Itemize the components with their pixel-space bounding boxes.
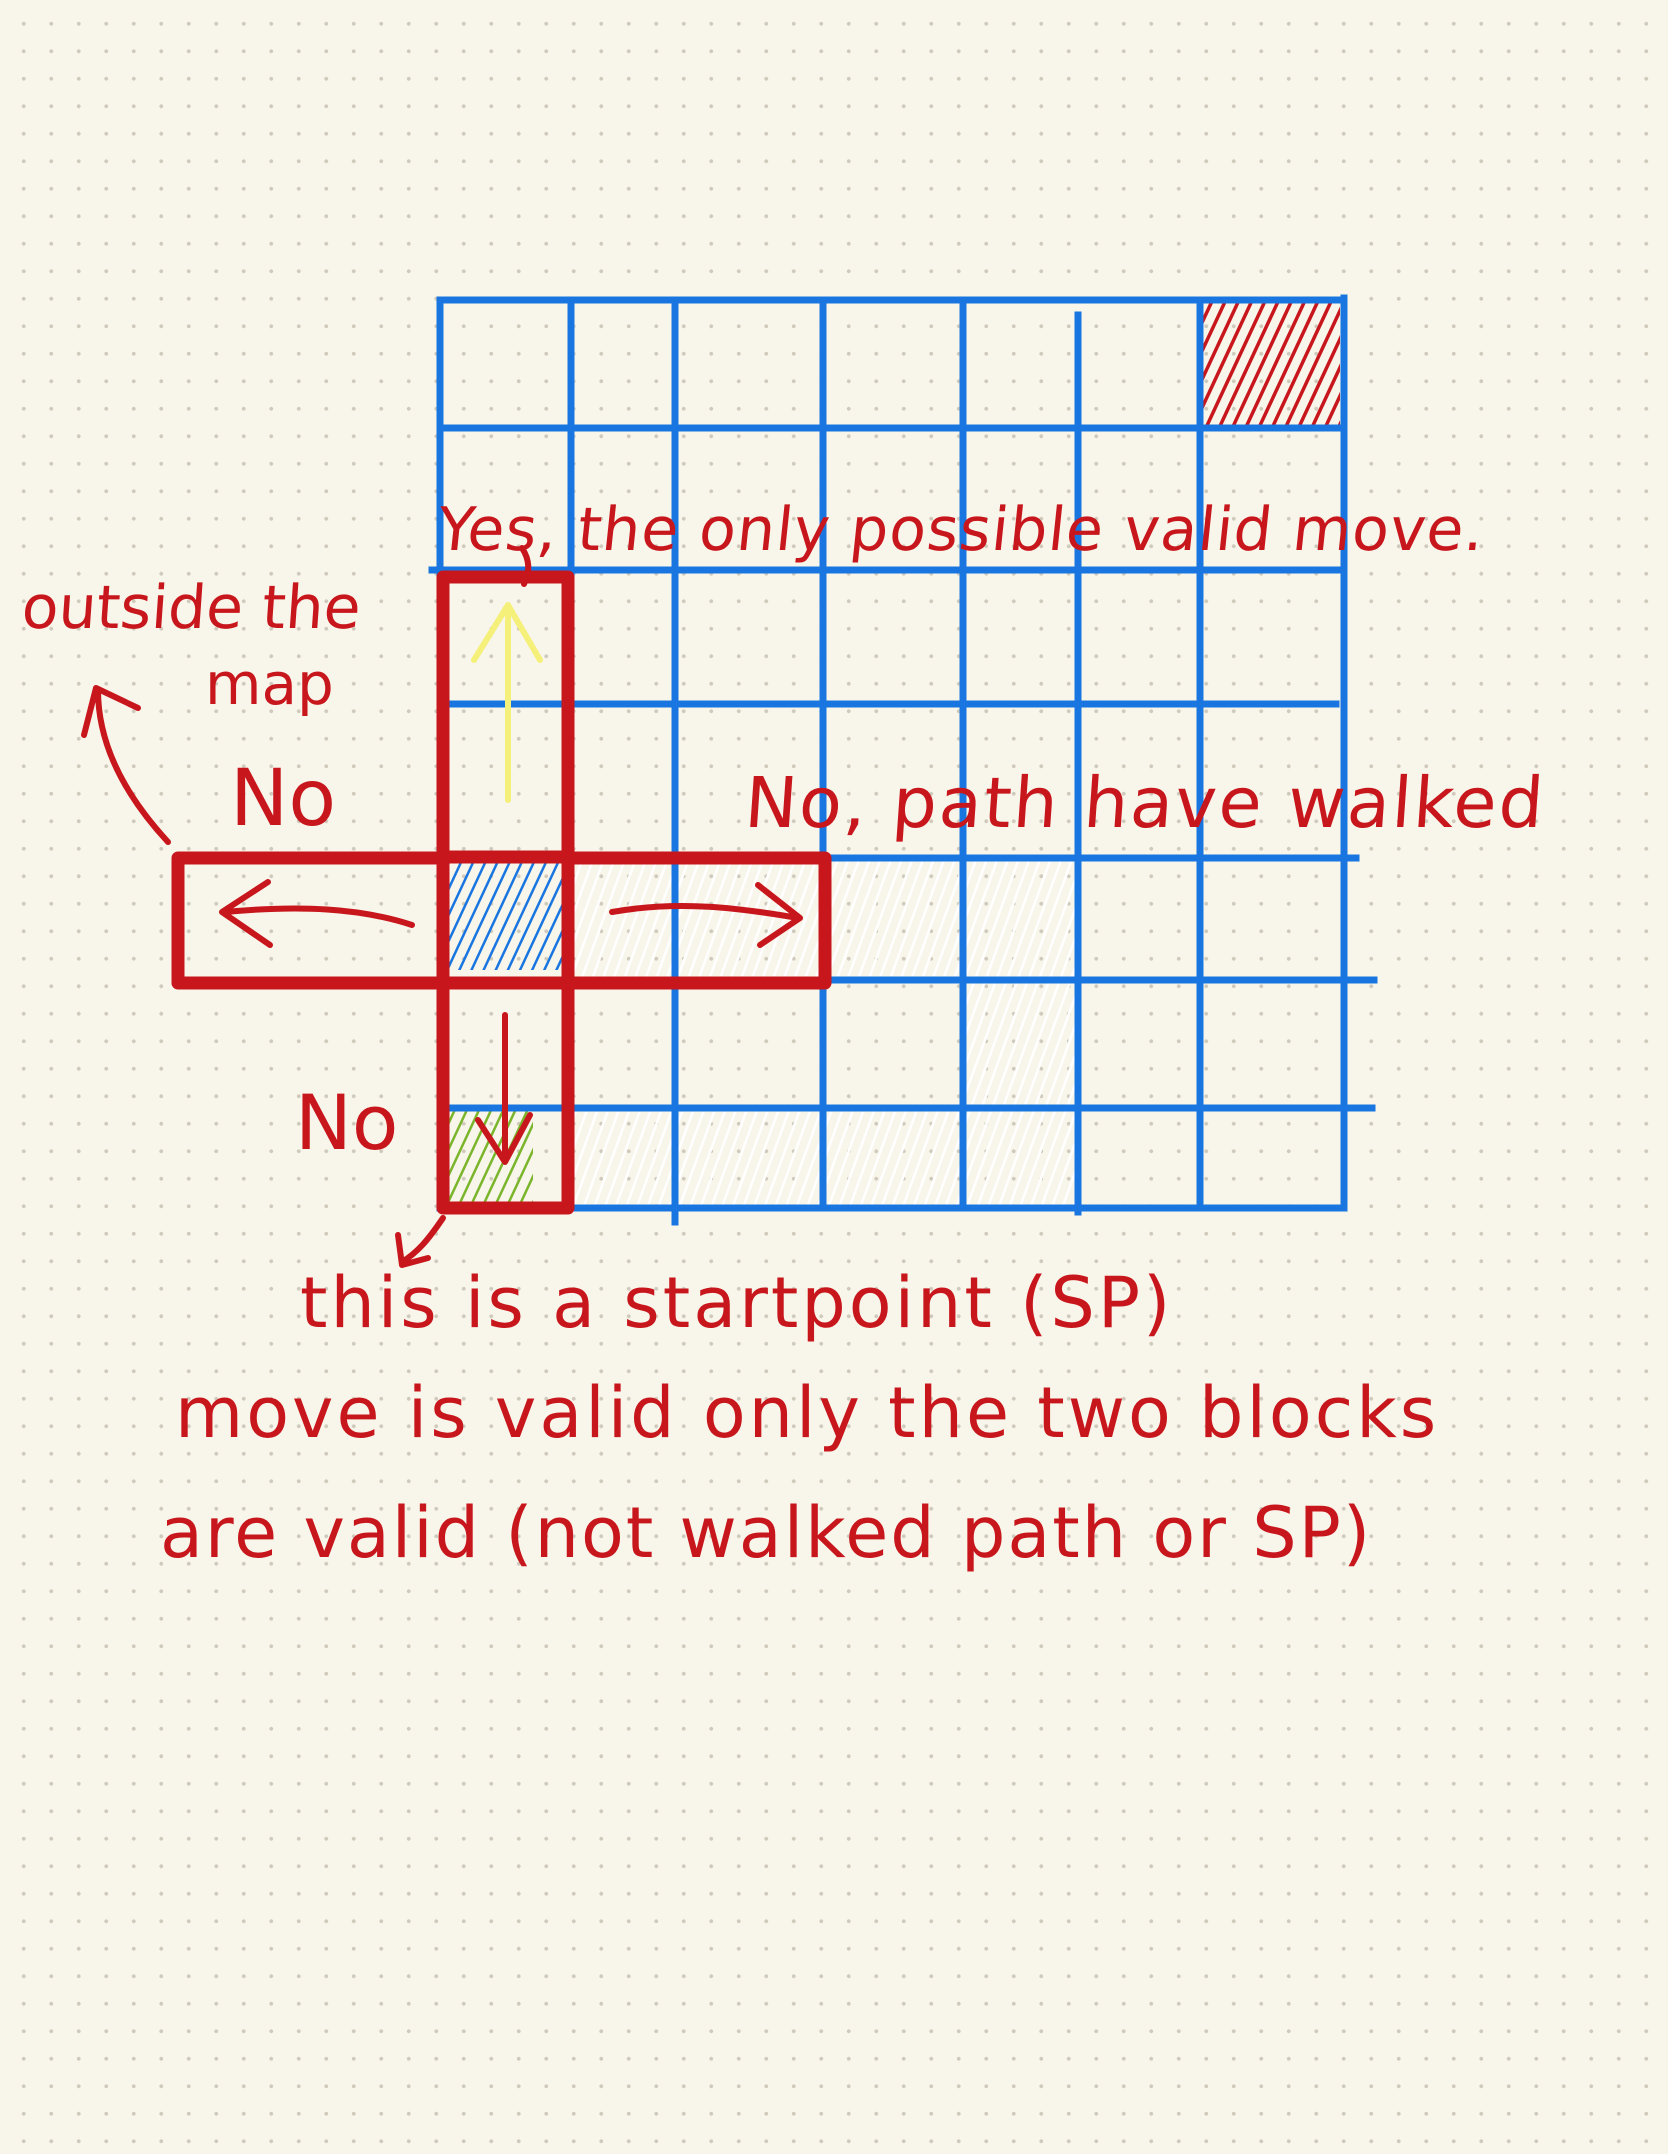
note-line-2: move is valid only the two blocks [175, 1372, 1440, 1454]
no-left-label: No [230, 754, 337, 844]
grid [428, 294, 1378, 1226]
note-line-1: this is a startpoint (SP) [300, 1262, 1174, 1344]
no-right-walked-label: No, path have walked [742, 762, 1549, 844]
left-arrow-icon [219, 879, 415, 948]
yellow-up-arrow-icon [471, 602, 543, 803]
current-cell [443, 858, 568, 970]
move-box-up [436, 570, 575, 864]
valid-move-label: Yes, the only possible valid move. [434, 495, 1489, 565]
outside-pointer-arrow-icon [81, 685, 171, 845]
startpoint-pointer-arrow-icon [395, 1215, 446, 1268]
no-down-label: No [295, 1078, 399, 1167]
startpoint-cell [443, 1108, 533, 1203]
outside-map-label: outside the [19, 573, 364, 643]
outside-map-label-line2: map [205, 650, 334, 718]
move-boxes [171, 570, 832, 1215]
move-box-down [436, 976, 575, 1215]
comma-mark [519, 545, 532, 587]
move-box-right [561, 851, 832, 990]
right-arrow-icon [609, 882, 803, 948]
down-arrow-icon [475, 1012, 533, 1165]
goal-cell [1200, 300, 1340, 428]
note-line-3: are valid (not walked path or SP) [160, 1492, 1373, 1574]
walked-path-row6 [960, 980, 1078, 1108]
move-box-left [171, 851, 450, 990]
